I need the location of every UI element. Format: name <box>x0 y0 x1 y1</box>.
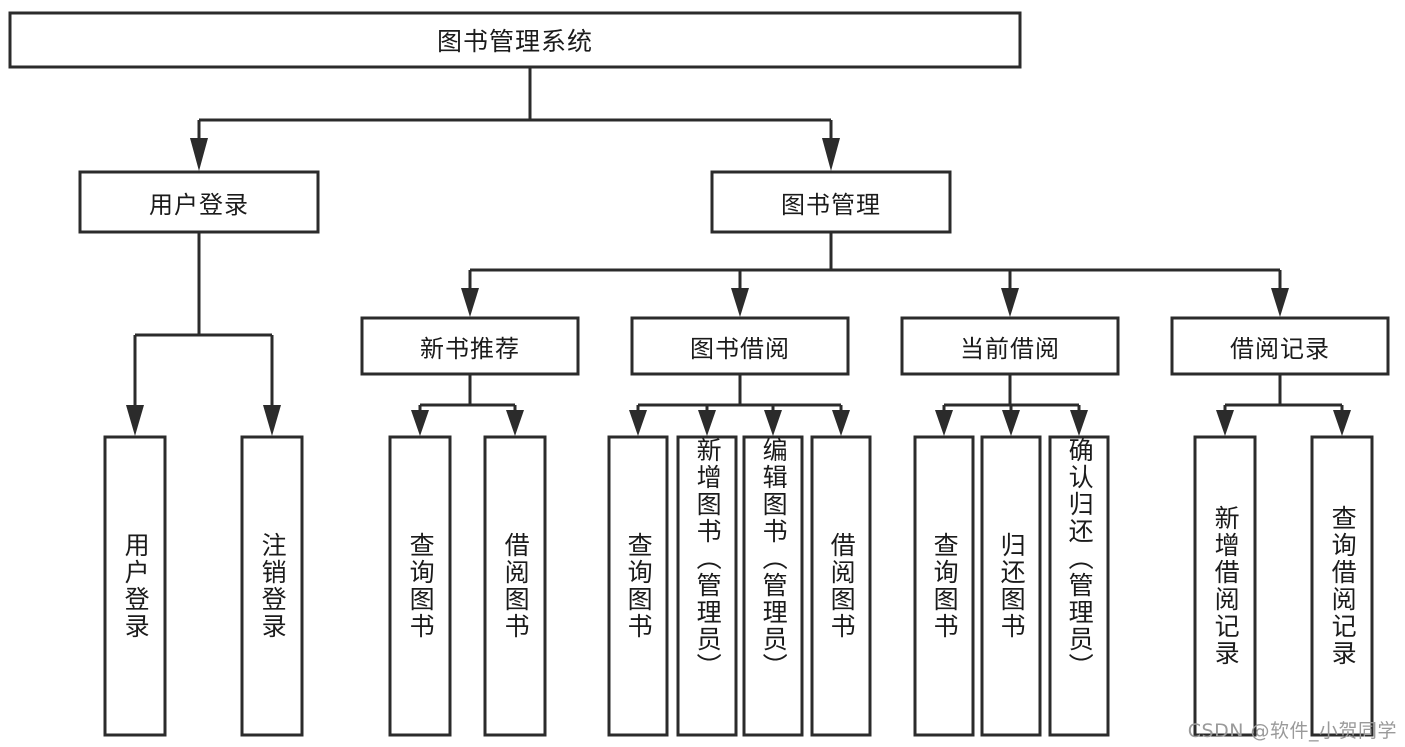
node-box-borrow-record[interactable] <box>1170 316 1390 376</box>
arrowhead-leaf-4 <box>629 410 647 436</box>
leaf-box-8[interactable] <box>913 435 975 737</box>
leaf-box-6[interactable] <box>742 435 804 737</box>
leaf-box-0[interactable] <box>103 435 167 737</box>
arrowhead-leaf-0 <box>126 405 144 436</box>
leaf-box-7[interactable] <box>810 435 872 737</box>
leaf-box-2[interactable] <box>388 435 452 737</box>
arrowhead-leaf-10 <box>1070 410 1088 436</box>
leaf-box-10[interactable] <box>1048 435 1110 737</box>
leaf-box-1[interactable] <box>240 435 304 737</box>
watermark-text: CSDN @软件_小贺同学 <box>1187 720 1397 742</box>
arrowhead-leaf-2 <box>411 410 429 436</box>
leaf-box-3[interactable] <box>483 435 547 737</box>
node-box-current-borrow[interactable] <box>900 316 1120 376</box>
arrowhead-leaf-9 <box>1002 410 1020 436</box>
arrowhead-leaf-1 <box>263 405 281 436</box>
arrowhead-leaf-11 <box>1216 410 1234 436</box>
arrowhead-current-borrow <box>1001 288 1019 317</box>
arrowhead-leaf-3 <box>506 410 524 436</box>
arrowhead-book-mgmt <box>822 138 840 171</box>
leaf-box-4[interactable] <box>607 435 669 737</box>
arrowhead-leaf-12 <box>1333 410 1351 436</box>
arrowhead-leaf-5 <box>698 410 716 436</box>
leaf-box-11[interactable] <box>1193 435 1257 737</box>
leaf-box-9[interactable] <box>980 435 1042 737</box>
arrowhead-leaf-8 <box>935 410 953 436</box>
arrowhead-leaf-7 <box>832 410 850 436</box>
node-box-book-borrow[interactable] <box>630 316 850 376</box>
node-box-root[interactable] <box>8 11 1022 69</box>
leaf-box-5[interactable] <box>676 435 738 737</box>
leaf-box-12[interactable] <box>1310 435 1374 737</box>
arrowhead-book-borrow <box>731 288 749 317</box>
arrowhead-user-login <box>190 138 208 171</box>
node-box-book-mgmt[interactable] <box>710 170 952 234</box>
arrowhead-leaf-6 <box>764 410 782 436</box>
node-box-user-login[interactable] <box>78 170 320 234</box>
node-box-new-book-rec[interactable] <box>360 316 580 376</box>
arrowhead-borrow-record <box>1271 288 1289 317</box>
arrowhead-new-book-rec <box>461 288 479 317</box>
